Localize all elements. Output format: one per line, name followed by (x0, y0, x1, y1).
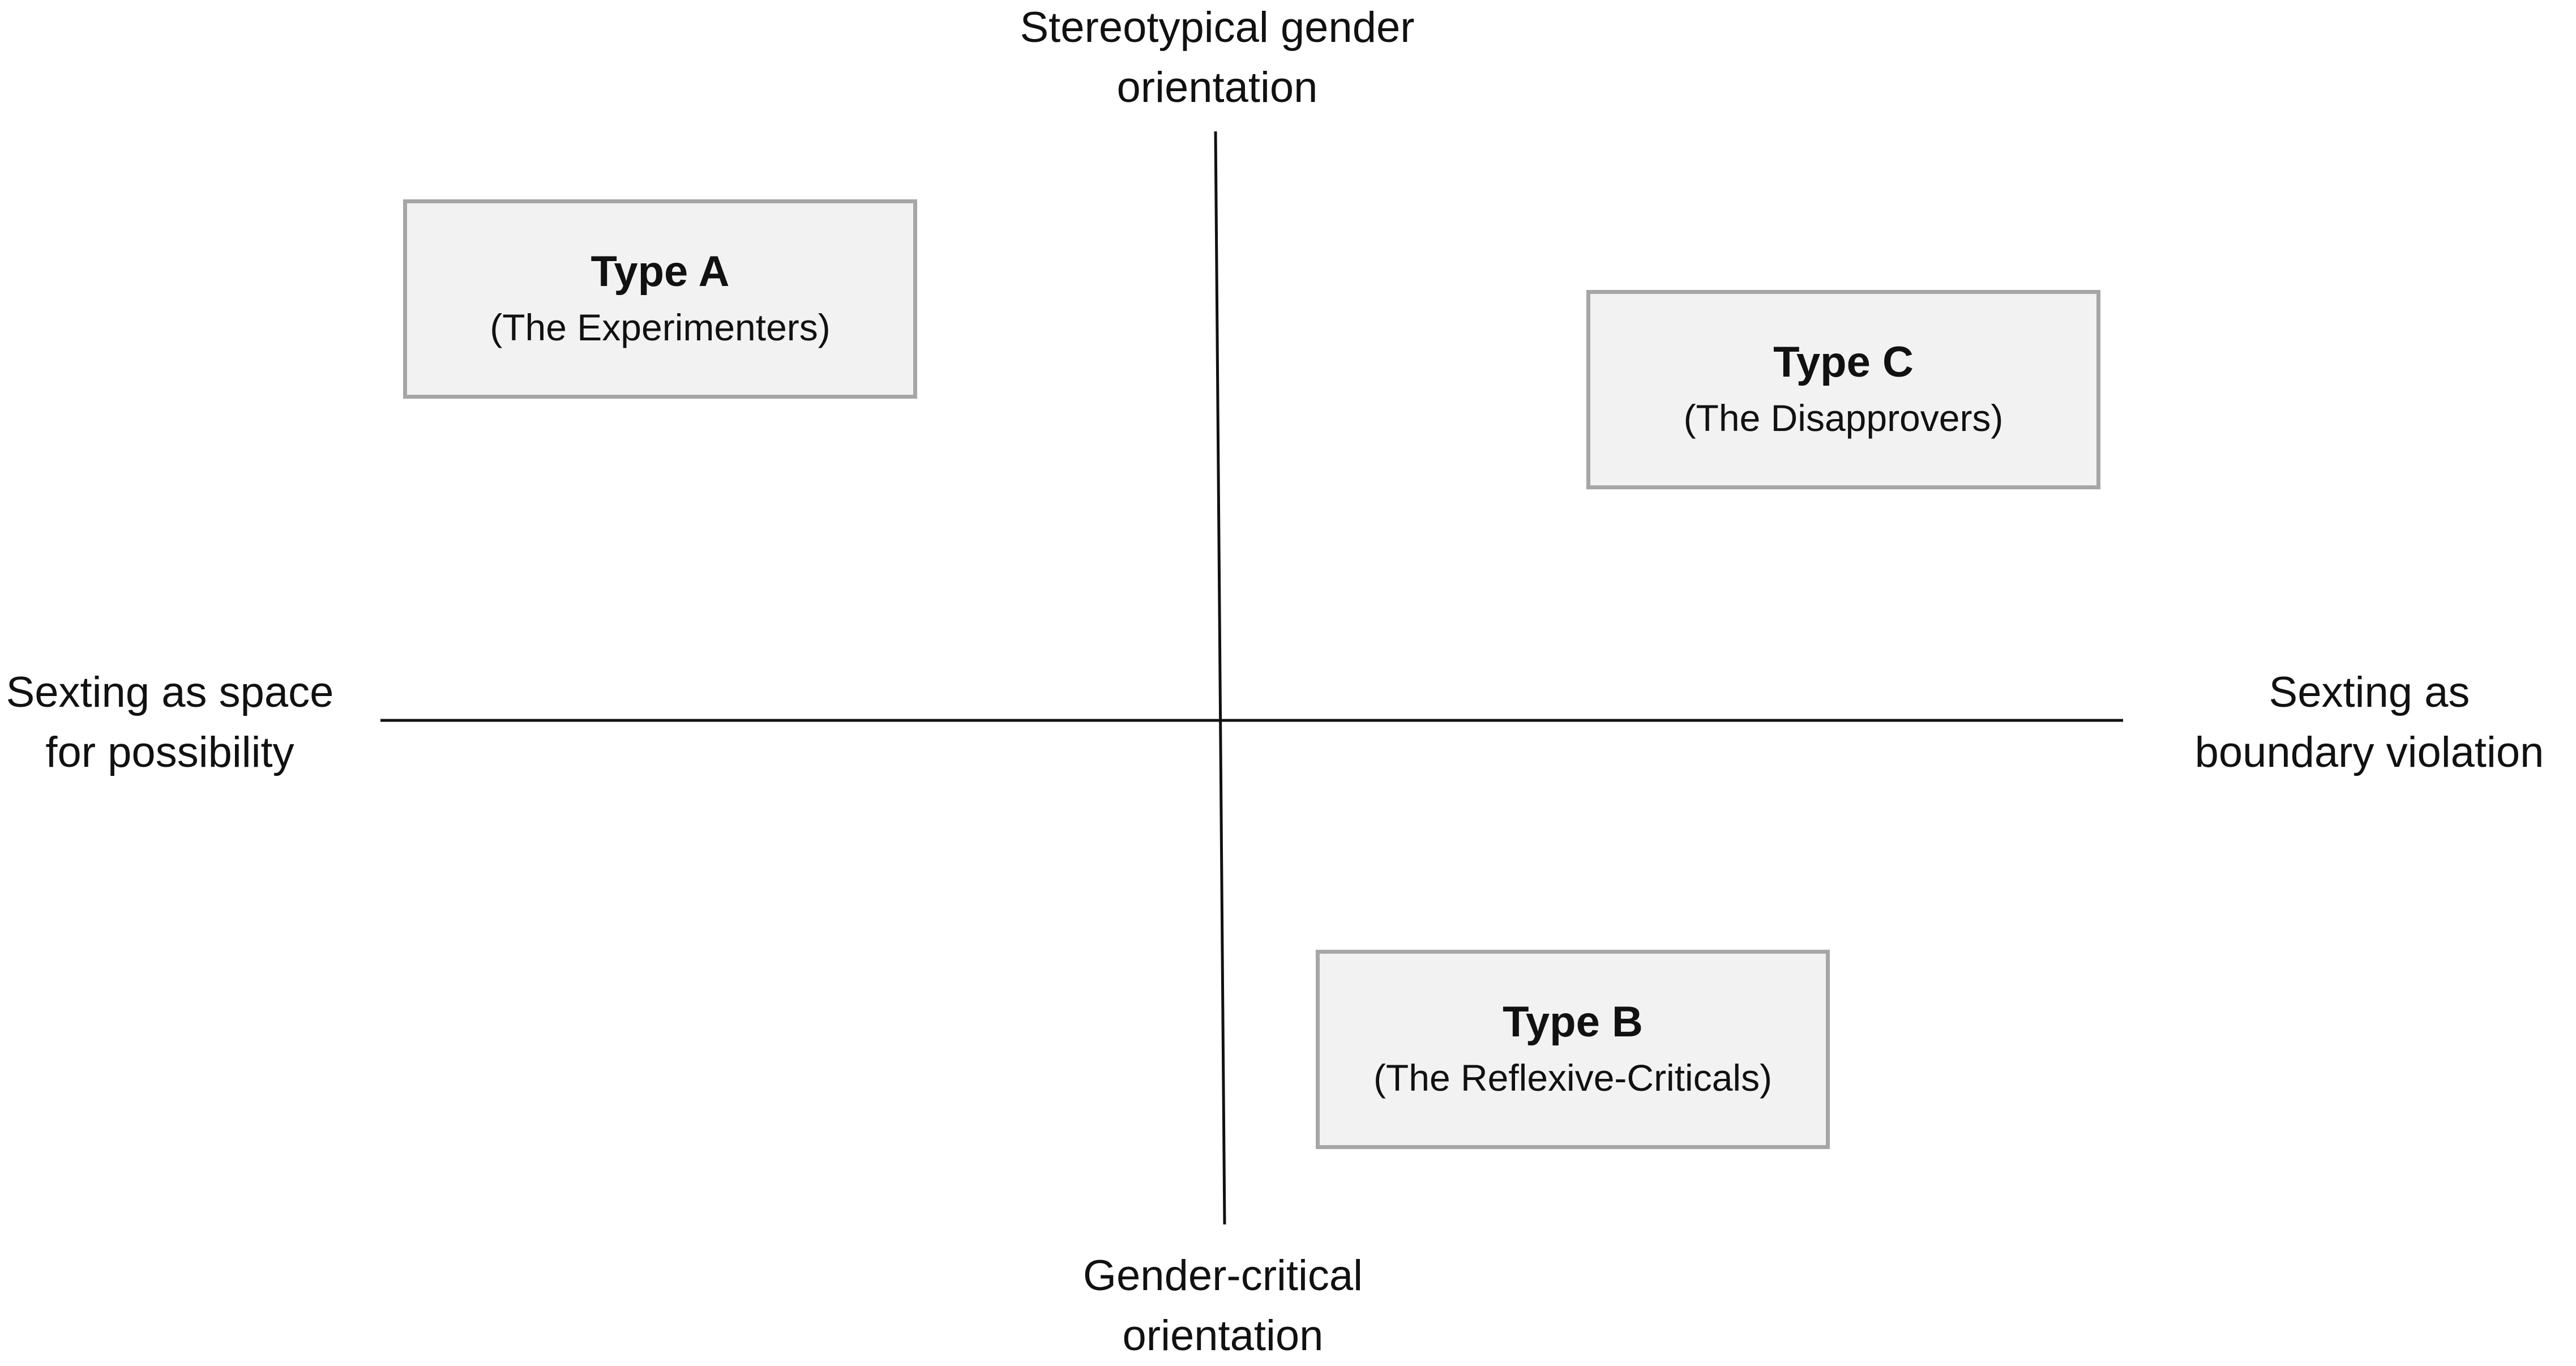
vertical-axis (1214, 131, 1226, 1225)
type-c-title: Type C (1773, 338, 1914, 386)
axis-label-top-line1: Stereotypical gender (1020, 3, 1415, 52)
axis-label-bottom-line2: orientation (1122, 1312, 1324, 1360)
axis-label-top: Stereotypical gender orientation (934, 0, 1500, 118)
type-b-box: Type B (The Reflexive-Criticals) (1316, 950, 1830, 1149)
type-c-box: Type C (The Disapprovers) (1586, 290, 2100, 489)
axis-label-right-line2: boundary violation (2194, 728, 2544, 776)
axis-label-left: Sexting as space for possibility (0, 663, 340, 783)
type-c-subtitle: (The Disapprovers) (1683, 397, 2004, 439)
axis-label-left-line2: for possibility (45, 728, 294, 776)
type-a-title: Type A (590, 247, 730, 296)
type-a-subtitle: (The Experimenters) (490, 306, 831, 348)
axis-label-right-line1: Sexting as (2269, 668, 2470, 716)
type-b-subtitle: (The Reflexive-Criticals) (1373, 1057, 1773, 1099)
type-b-title: Type B (1503, 998, 1643, 1046)
axis-label-top-line2: orientation (1116, 63, 1318, 112)
type-a-box: Type A (The Experimenters) (403, 199, 917, 399)
axis-label-right: Sexting as boundary violation (2163, 663, 2576, 783)
axis-label-left-line1: Sexting as space (6, 668, 334, 716)
axis-label-bottom-line1: Gender-critical (1082, 1252, 1363, 1300)
axis-label-bottom: Gender-critical orientation (940, 1246, 1506, 1366)
